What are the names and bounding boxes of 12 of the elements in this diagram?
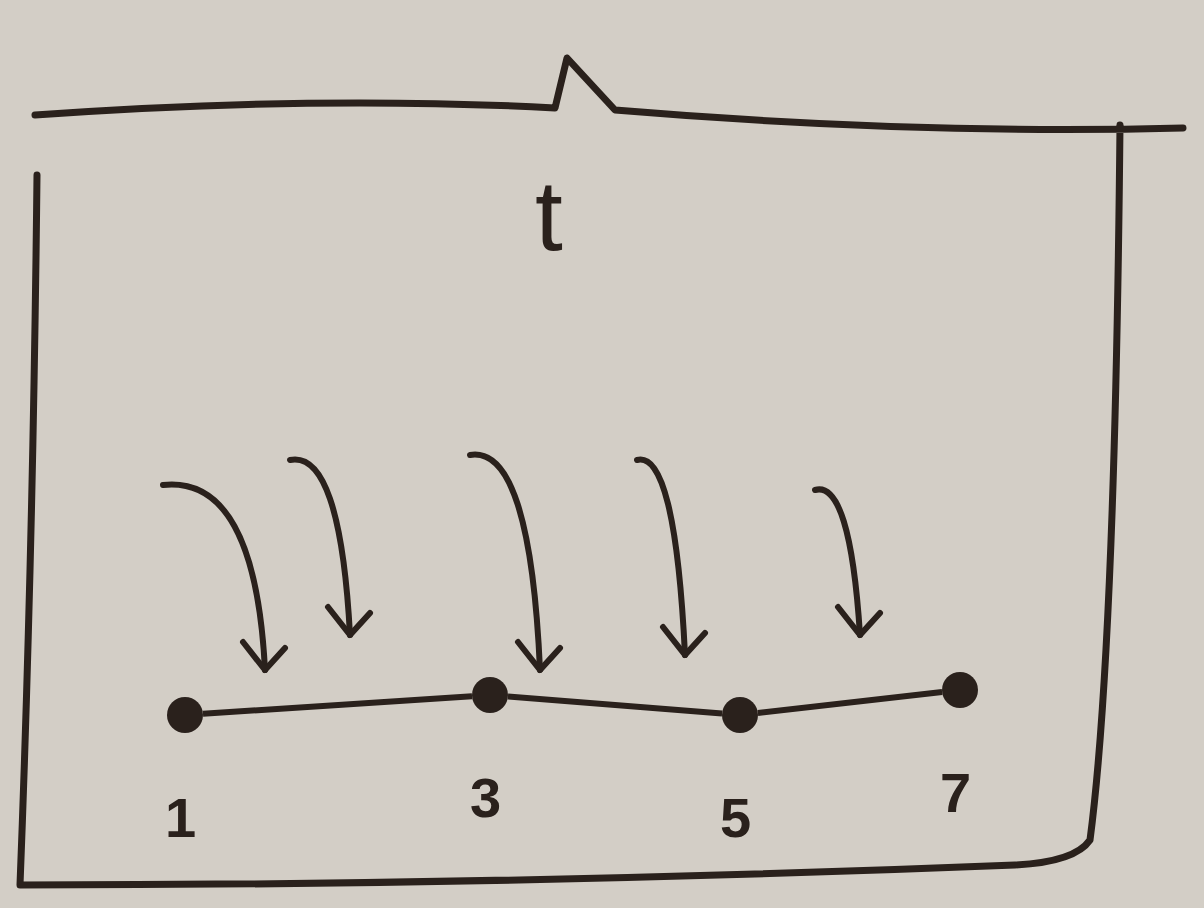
node-dot — [167, 697, 203, 733]
point-number: 5 — [720, 790, 752, 846]
node-dot — [722, 697, 758, 733]
beam-line — [202, 693, 473, 717]
node-dot — [942, 672, 978, 708]
beam-line — [757, 689, 943, 716]
variable-label: t — [535, 165, 563, 265]
node-dot — [472, 677, 508, 713]
point-number: 7 — [940, 765, 972, 821]
point-number: 3 — [470, 770, 502, 826]
point-number: 1 — [165, 790, 197, 846]
beam-line — [507, 693, 723, 717]
